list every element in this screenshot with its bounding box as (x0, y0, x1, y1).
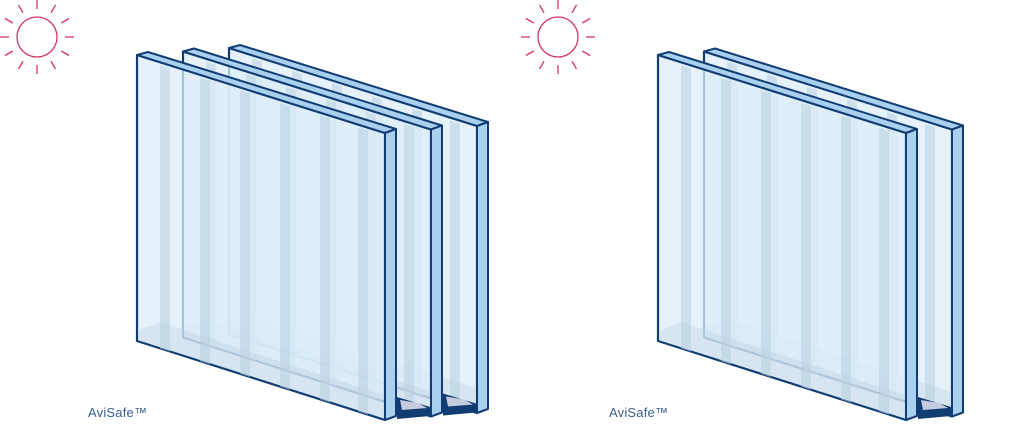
reflection-stripe (358, 127, 368, 415)
sun-ray (581, 50, 591, 57)
reflection-stripe (240, 90, 250, 377)
sun-icon (521, 0, 595, 74)
sun-ray (50, 60, 57, 70)
spacer (443, 393, 476, 416)
reflection-stripe (801, 102, 811, 390)
glazing-unit (0, 0, 489, 422)
reflection-stripe (404, 124, 414, 412)
reflection-stripe (721, 77, 731, 365)
reflection-stripe (879, 127, 889, 415)
glass-pane (656, 51, 918, 422)
sun-ray (50, 4, 57, 14)
sun-ray (60, 50, 70, 57)
reflection-stripe (925, 124, 935, 412)
sun-ray (581, 17, 591, 24)
spacer-desiccant (400, 400, 427, 410)
sun-ray (571, 60, 578, 70)
reflection-stripe (200, 77, 210, 365)
reflection-stripe (841, 115, 851, 403)
reflection-stripe (320, 115, 330, 403)
sun-disc (16, 16, 58, 58)
pane-side-edge (951, 124, 964, 418)
unit-label-triple: AviSafe™ (88, 405, 148, 420)
unit-label-double: AviSafe™ (609, 405, 669, 420)
pane-side-edge (384, 128, 397, 421)
reflection-stripe (761, 90, 771, 377)
pane-side-edge (476, 121, 489, 414)
sun-ray (538, 60, 545, 70)
spacer (918, 397, 951, 419)
spacer-desiccant (446, 396, 473, 407)
glazing-unit (521, 0, 964, 422)
glass-pane (135, 51, 397, 422)
reflection-stripe (280, 102, 290, 390)
sun-ray (571, 4, 578, 14)
sun-disc (537, 16, 579, 58)
pane-side-edge (905, 128, 918, 421)
sun-ray (4, 17, 14, 24)
sun-ray (60, 17, 70, 24)
pane-bottom-edge (139, 322, 383, 418)
pane-side-edge (430, 124, 443, 418)
sun-ray (4, 50, 14, 57)
reflection-stripe (160, 65, 170, 352)
spacer-desiccant (921, 400, 948, 410)
reflection-stripe (681, 65, 691, 352)
sun-ray (525, 17, 535, 24)
sun-icon (0, 0, 74, 74)
sun-ray (525, 50, 535, 57)
spacer (397, 397, 430, 419)
sun-ray (17, 4, 24, 14)
sun-ray (538, 4, 545, 14)
sun-ray (17, 60, 24, 70)
pane-bottom-edge (660, 322, 904, 418)
reflection-stripe (450, 120, 460, 408)
